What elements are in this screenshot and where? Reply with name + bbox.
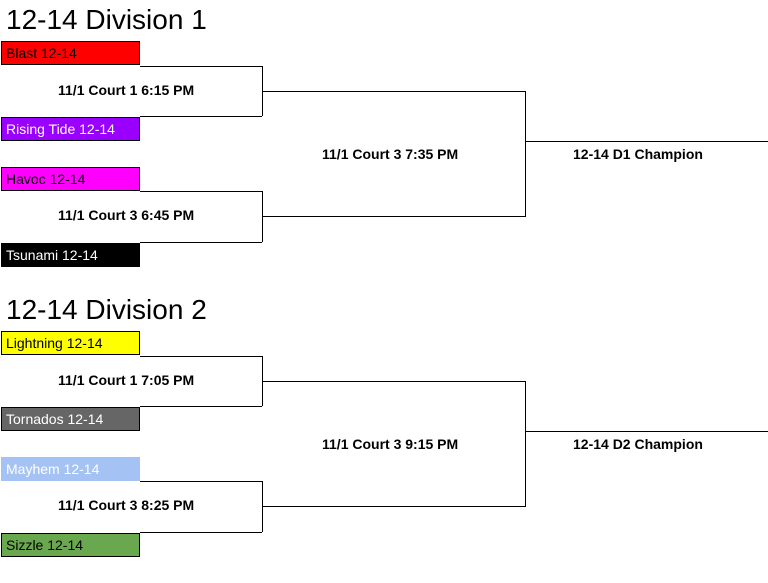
- bracket-line: [525, 141, 768, 142]
- team-slot-tsunami: Tsunami 12-14: [1, 243, 140, 267]
- game-final: 11/1 Court 3 9:15 PM: [322, 436, 459, 452]
- team-slot-havoc: Havoc 12-14: [1, 167, 140, 191]
- bracket-line: [262, 506, 525, 507]
- bracket-line: [140, 242, 262, 243]
- champion-label: 12-14 D2 Champion: [573, 436, 703, 452]
- bracket-line: [262, 216, 525, 217]
- bracket-line: [140, 356, 262, 357]
- champion-label: 12-14 D1 Champion: [573, 146, 703, 162]
- bracket-line: [525, 431, 768, 432]
- team-slot-mayhem: Mayhem 12-14: [1, 457, 140, 481]
- bracket-line: [525, 381, 526, 507]
- team-slot-tornados: Tornados 12-14: [1, 407, 140, 431]
- bracket-line: [262, 381, 525, 382]
- bracket-line: [140, 532, 262, 533]
- team-slot-sizzle: Sizzle 12-14: [1, 533, 140, 557]
- game-semifinal-1: 11/1 Court 1 7:05 PM: [58, 372, 195, 388]
- game-final: 11/1 Court 3 7:35 PM: [322, 146, 459, 162]
- game-semifinal-1: 11/1 Court 1 6:15 PM: [58, 82, 195, 98]
- game-semifinal-2: 11/1 Court 3 6:45 PM: [58, 207, 195, 223]
- team-slot-blast: Blast 12-14: [1, 41, 140, 65]
- division-1-title: 12-14 Division 1: [6, 4, 207, 35]
- bracket-line: [140, 66, 262, 67]
- team-slot-lightning: Lightning 12-14: [1, 331, 140, 355]
- bracket-line: [140, 481, 262, 482]
- bracket-line: [140, 191, 262, 192]
- bracket-line: [140, 406, 262, 407]
- bracket-line: [140, 116, 262, 117]
- game-semifinal-2: 11/1 Court 3 8:25 PM: [58, 497, 195, 513]
- division-2-title: 12-14 Division 2: [6, 294, 207, 325]
- bracket-line: [525, 91, 526, 217]
- team-slot-rising-tide: Rising Tide 12-14: [1, 117, 140, 141]
- bracket-line: [262, 91, 525, 92]
